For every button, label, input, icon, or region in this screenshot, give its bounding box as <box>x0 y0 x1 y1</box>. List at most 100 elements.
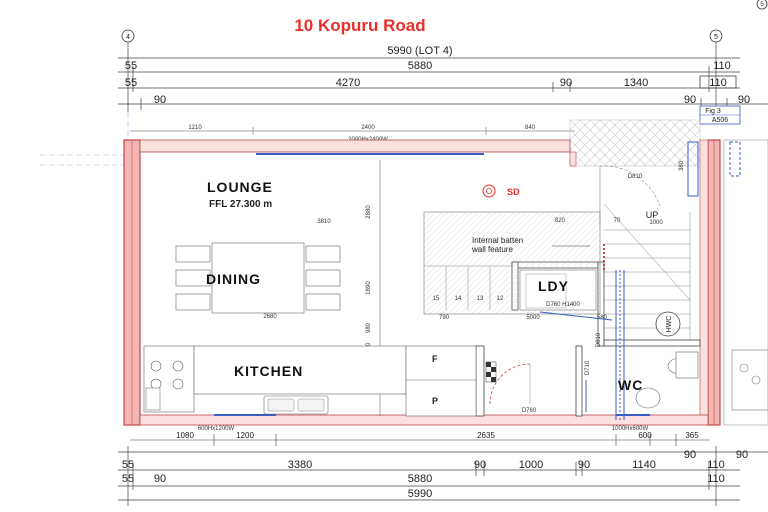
lounge-ffl: FFL 27.300 m <box>209 199 272 210</box>
stair-num-14: 14 <box>455 296 462 302</box>
dim-580: 580 <box>597 315 608 321</box>
stair-num-13: 13 <box>477 296 484 302</box>
kitchen-sink <box>263 395 329 415</box>
dim-top-90-right: 90 <box>738 94 750 106</box>
bottom-dimension-lines <box>118 446 768 506</box>
service-runs <box>539 270 625 420</box>
ref-tag-bottom: A506 <box>712 117 728 124</box>
laundry-room <box>519 269 597 311</box>
dim-1200: 1200 <box>236 431 254 440</box>
dim-600: 600 <box>638 431 652 440</box>
dim-bottom-3380: 3380 <box>288 459 312 471</box>
dim-5000: 5000 <box>526 315 540 321</box>
dim-top-1340: 1340 <box>624 77 648 89</box>
grid-label-left: 4 <box>126 34 130 41</box>
door-d810-label: D810 <box>628 174 643 180</box>
dim-1210: 1210 <box>188 125 202 131</box>
entry-door <box>687 141 741 197</box>
dim-bottom-5990: 5990 <box>408 488 432 500</box>
dim-bottom-1000: 1000 <box>519 459 543 471</box>
dim-bottom-5880: 5880 <box>408 473 432 485</box>
wc-fixtures <box>635 351 699 409</box>
ref-tag-top: Fig 3 <box>705 108 721 115</box>
upper-dim-line <box>130 127 575 135</box>
dim-1080: 1080 <box>176 431 194 440</box>
side-units <box>145 349 768 411</box>
dim-top-90-mid: 90 <box>684 94 696 106</box>
dim-top-5880: 5880 <box>408 60 432 72</box>
window-left-size: 600Hx1200W <box>198 426 235 432</box>
fridge-label: F <box>432 354 438 364</box>
dim-2880: 2880 <box>366 205 372 219</box>
dim-365: 365 <box>685 431 699 440</box>
dim-bottom-90b: 90 <box>578 459 590 471</box>
top-dimension-lines <box>118 42 768 112</box>
pantry-label: P <box>432 396 438 406</box>
windows <box>214 153 650 416</box>
section-reference-tag: Fig 3 A506 <box>699 105 741 125</box>
dim-1890: 1890 <box>366 281 372 295</box>
dim-bottom-90a: 90 <box>474 459 486 471</box>
batten-label-line2: wall feature <box>471 245 513 254</box>
dim-top-110b: 110 <box>709 77 727 89</box>
kitchen-benches <box>143 345 477 417</box>
door-d710-vertical: D710 <box>585 360 591 375</box>
dim-980: 980 <box>366 322 372 333</box>
dim-top-55a: 55 <box>125 60 137 72</box>
dim-1000: 1000 <box>649 220 663 226</box>
dim-bottom-90-right-b: 90 <box>736 449 748 461</box>
dim-bottom-90-right-a: 90 <box>684 449 696 461</box>
door-d760-swing <box>489 363 531 405</box>
exterior-walls <box>123 139 768 426</box>
dim-top-110a: 110 <box>713 60 731 72</box>
dim-bottom-90c: 90 <box>154 473 166 485</box>
dim-lot-width: 5990 (LOT 4) <box>387 45 452 57</box>
dim-70: 70 <box>614 218 621 224</box>
dim-90a: 90 <box>366 342 372 349</box>
dim-840: 840 <box>525 125 536 131</box>
dim-bottom-110a: 110 <box>707 459 725 471</box>
door-d760-h1400: D760 H1400 <box>546 302 580 308</box>
smoke-detector-label: SD <box>507 187 520 197</box>
dim-bottom-110b: 110 <box>707 473 725 485</box>
dim-top-55b: 55 <box>125 77 137 89</box>
smoke-detector: SD <box>482 184 520 198</box>
hwc-label: HWC <box>666 316 673 333</box>
dim-380: 380 <box>679 160 685 171</box>
stair-up-label: UP <box>646 210 659 220</box>
switchboard-marker <box>485 361 497 383</box>
room-wc: WC <box>618 377 643 393</box>
grid-label-corner: 5 <box>760 2 764 8</box>
dim-790: 790 <box>439 315 450 321</box>
dim-bottom-55a: 55 <box>122 459 134 471</box>
dim-2635: 2635 <box>477 431 495 440</box>
stair-num-15: 15 <box>433 296 440 302</box>
door-d810-vertical: D810 <box>596 332 602 347</box>
dim-bottom-1140: 1140 <box>632 459 656 471</box>
plan-title: 10 Kopuru Road <box>294 16 425 35</box>
dim-bottom-55b: 55 <box>122 473 134 485</box>
deck-hatch <box>569 119 701 167</box>
dim-2400: 2400 <box>361 125 375 131</box>
stair-num-12: 12 <box>497 296 504 302</box>
room-kitchen: KITCHEN <box>234 363 303 379</box>
reference-gridlines <box>40 112 129 166</box>
room-dining: DINING <box>206 271 261 287</box>
window-right-size: 1000Hx600W <box>612 426 649 432</box>
grid-label-right: 5 <box>714 34 718 41</box>
room-lounge: LOUNGE <box>207 179 273 195</box>
dim-top-4270: 4270 <box>336 77 360 89</box>
lower-dim-line <box>130 434 710 446</box>
hot-water-cylinder: HWC <box>655 311 681 337</box>
dim-2680: 2680 <box>263 314 277 320</box>
door-d810-swing <box>599 165 661 207</box>
dim-3810: 3810 <box>317 219 331 225</box>
room-ldy: LDY <box>538 278 569 294</box>
dining-table <box>175 242 341 314</box>
dim-820: 820 <box>555 218 566 224</box>
dim-top-90-left: 90 <box>154 94 166 106</box>
dim-top-90: 90 <box>560 77 572 89</box>
grid-markers: 4 5 5 <box>121 0 768 43</box>
